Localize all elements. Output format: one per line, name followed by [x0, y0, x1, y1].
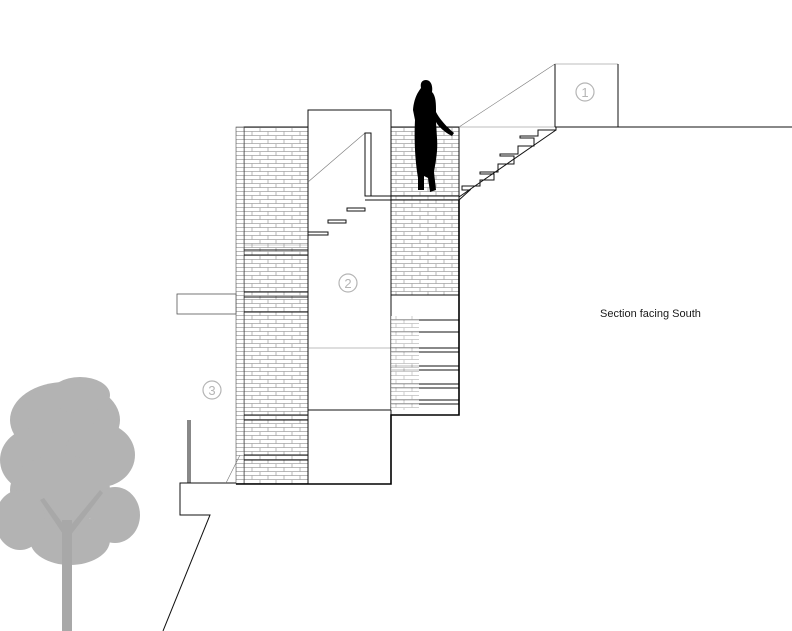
cantilever-beam [176, 293, 237, 315]
glass-balustrade [364, 132, 459, 201]
section-caption: Section facing South [600, 308, 701, 320]
tree-silhouette [0, 377, 140, 631]
marker-3: 3 [202, 380, 222, 400]
central-shaft [307, 109, 392, 485]
person-silhouette [413, 80, 454, 192]
external-stair [458, 63, 557, 201]
marker-3-label: 3 [208, 383, 215, 398]
marker-2: 2 [338, 273, 358, 293]
railing-post [187, 420, 241, 484]
building-outline [236, 200, 460, 485]
marker-1: 1 [575, 82, 595, 102]
terrain-lines [162, 126, 792, 631]
marker-1-label: 1 [581, 85, 588, 100]
left-brick-wall [235, 126, 309, 485]
marker-2-label: 2 [344, 276, 351, 291]
roof-glass-box [554, 63, 619, 127]
